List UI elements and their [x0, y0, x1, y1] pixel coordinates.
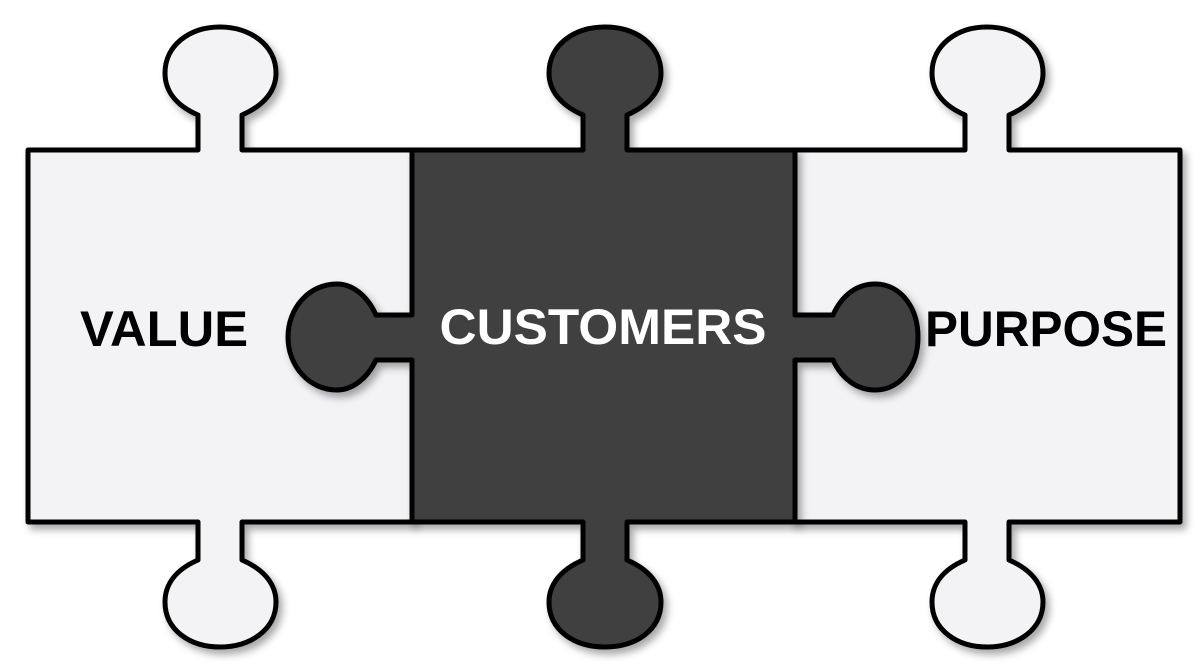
label-purpose: PURPOSE: [925, 301, 1167, 357]
piece-shape-purpose: [792, 24, 1183, 650]
label-customers: CUSTOMERS: [440, 299, 767, 355]
puzzle-piece-purpose: [792, 24, 1183, 650]
puzzle-piece-customers: [285, 24, 921, 650]
label-value: VALUE: [80, 301, 248, 357]
piece-shape-customers: [285, 24, 921, 650]
